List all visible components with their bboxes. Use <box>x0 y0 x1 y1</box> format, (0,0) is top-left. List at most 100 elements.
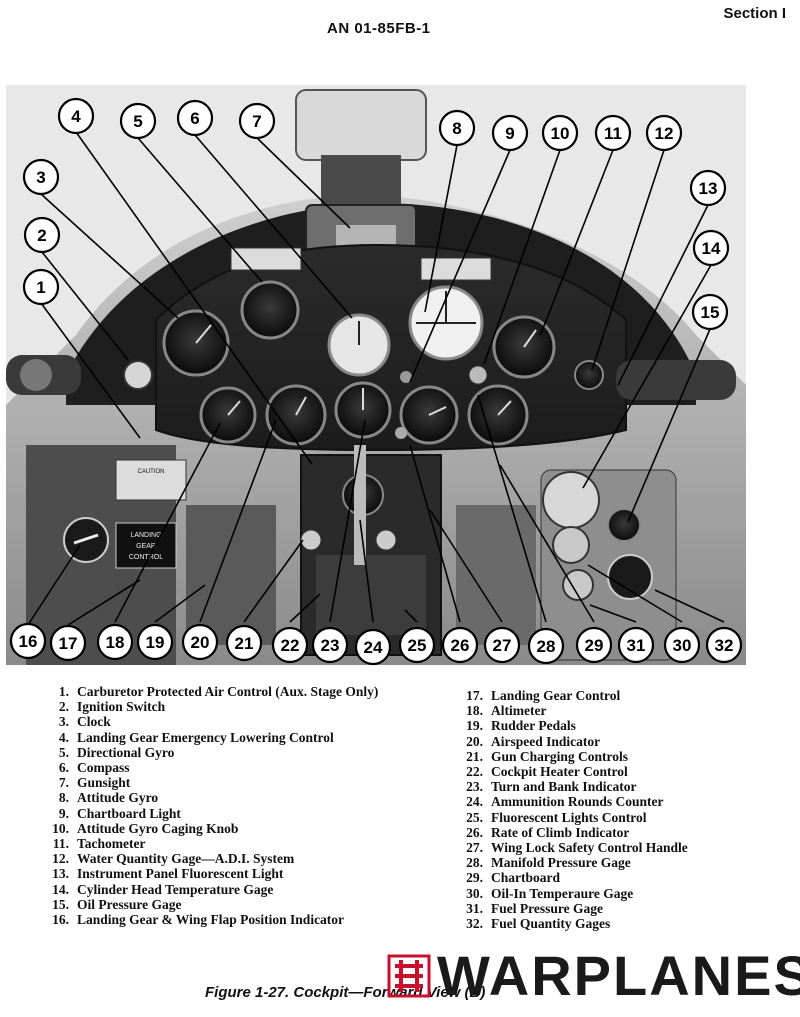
legend-text: Compass <box>77 760 130 776</box>
legend-right: 17. Landing Gear Control 18. Altimeter 19. Ru… <box>456 688 756 931</box>
legend-text: Rate of Climb Indicator <box>491 824 630 840</box>
legend-item: 26. Rate of Climb Indicator <box>456 825 756 840</box>
legend-text: Turn and Bank Indicator <box>491 779 637 795</box>
svg-text:CONTROL: CONTROL <box>129 554 163 561</box>
legend-number: 18. <box>466 703 483 719</box>
legend-item: 24. Ammunition Rounds Counter <box>456 794 756 809</box>
legend-number: 31. <box>466 900 483 916</box>
legend-number: 6. <box>58 760 69 776</box>
watermark: WARPLANES <box>387 942 800 1010</box>
legend-text: Carburetor Protected Air Control (Aux. S… <box>77 684 379 699</box>
legend-text: Landing Gear Emergency Lowering Control <box>77 729 334 745</box>
landing-gear-placard: LANDING <box>130 532 161 539</box>
watermark-text: WARPLANES <box>437 944 800 1007</box>
legend-item: 25. Fluorescent Lights Control <box>456 810 756 825</box>
legend-number: 23. <box>466 779 483 795</box>
legend-text: Oil-In Temperaure Gage <box>491 885 634 901</box>
legend-number: 26. <box>466 824 483 840</box>
legend-number: 5. <box>58 744 69 760</box>
legend-text: Clock <box>77 714 111 730</box>
legend-item: 9. Chartboard Light <box>42 806 442 821</box>
legend-item: 29.Chartboard <box>456 870 756 885</box>
legend-item: 30. Oil-In Temperaure Gage <box>456 886 756 901</box>
document-number: AN 01-85FB-1 <box>327 20 431 37</box>
legend-item: 23. Turn and Bank Indicator <box>456 779 756 794</box>
legend-text: Landing Gear Control <box>491 688 621 703</box>
legend-number: 7. <box>58 775 69 791</box>
legend-item: 22.Cockpit Heater Control <box>456 764 756 779</box>
legend-number: 3. <box>58 714 69 730</box>
legend-item: 5. Directional Gyro <box>42 745 442 760</box>
legend-text: Chartboard <box>491 870 561 886</box>
legend-number: 25. <box>466 809 483 825</box>
legend-item: 31. Fuel Pressure Gage <box>456 901 756 916</box>
legend-number: 1. <box>58 684 69 699</box>
legend-item: 17. Landing Gear Control <box>456 688 756 703</box>
legend-number: 19. <box>466 718 483 734</box>
legend-text: Tachometer <box>77 836 146 852</box>
legend-item: 15. Oil Pressure Gage <box>42 897 442 912</box>
legend-text: Rudder Pedals <box>491 718 576 734</box>
legend-text: Manifold Pressure Gage <box>491 855 631 871</box>
legend-number: 20. <box>466 733 483 749</box>
legend-item: 16. Landing Gear & Wing Flap Position Ind… <box>42 912 442 927</box>
legend-item: 18. Altimeter <box>456 703 756 718</box>
legend-item: 11. Tachometer <box>42 836 442 851</box>
legend-item: 21. Gun Charging Controls <box>456 749 756 764</box>
legend-number: 15. <box>52 896 69 912</box>
legend-item: 12.Water Quantity Gage—A.D.I. System <box>42 851 442 866</box>
legend-text: Landing Gear & Wing Flap Position Indica… <box>77 912 345 928</box>
legend-text: Fuel Pressure Gage <box>491 900 603 916</box>
legend-number: 13. <box>52 866 69 882</box>
legend-number: 17. <box>466 688 483 703</box>
legend-number: 4. <box>58 729 69 745</box>
legend-text: Attitude Gyro Caging Knob <box>77 820 239 836</box>
legend-text: Airspeed Indicator <box>491 733 601 749</box>
section-label: Section I <box>723 5 786 22</box>
legend-number: 22. <box>466 764 483 780</box>
legend-item: 7. Gunsight <box>42 775 442 790</box>
legend-text: Chartboard Light <box>77 805 181 821</box>
legend-text: Wing Lock Safety Control Handle <box>491 840 688 856</box>
legend-number: 24. <box>466 794 483 810</box>
legend-item: 6. Compass <box>42 760 442 775</box>
legend-number: 8. <box>58 790 69 806</box>
legend-number: 9. <box>58 805 69 821</box>
legend-left: 1. Carburetor Protected Air Control (Aux.… <box>42 684 442 927</box>
legend-text: Attitude Gyro <box>77 790 159 806</box>
legend-number: 14. <box>52 881 69 897</box>
legend-number: 30. <box>466 885 483 901</box>
legend-item: 1. Carburetor Protected Air Control (Aux.… <box>42 684 442 699</box>
legend-text: Water Quantity Gage—A.D.I. System <box>77 851 295 867</box>
legend-item: 8. Attitude Gyro <box>42 790 442 805</box>
legend-number: 27. <box>466 840 483 856</box>
legend-text: Instrument Panel Fluorescent Light <box>77 866 284 882</box>
svg-text:CAUTION: CAUTION <box>138 469 165 475</box>
legend-text: Ammunition Rounds Counter <box>491 794 664 810</box>
legend-item: 19. Rudder Pedals <box>456 718 756 733</box>
legend-number: 32. <box>466 916 483 932</box>
cockpit-photo: LANDING GEAR CONTROL CAUTION <box>6 85 746 665</box>
legend-text: Gunsight <box>77 775 131 791</box>
legend-text: Fluorescent Lights Control <box>491 809 647 825</box>
legend-item: 2. Ignition Switch <box>42 699 442 714</box>
legend-item: 10. Attitude Gyro Caging Knob <box>42 821 442 836</box>
legend-item: 28.Manifold Pressure Gage <box>456 855 756 870</box>
legend-text: Oil Pressure Gage <box>77 896 182 912</box>
legend-item: 3. Clock <box>42 714 442 729</box>
legend-text: Ignition Switch <box>77 699 166 715</box>
legend-number: 21. <box>466 748 483 764</box>
legend-text: Altimeter <box>491 703 547 719</box>
legend-number: 11. <box>52 836 69 852</box>
legend-item: 27. Wing Lock Safety Control Handle <box>456 840 756 855</box>
legend-item: 14.Cylinder Head Temperature Gage <box>42 882 442 897</box>
legend-item: 20. Airspeed Indicator <box>456 734 756 749</box>
svg-text:GEAR: GEAR <box>136 543 156 550</box>
legend-text: Fuel Quantity Gages <box>491 916 611 932</box>
legend-text: Directional Gyro <box>77 744 175 760</box>
legend-number: 2. <box>58 699 69 715</box>
legend-number: 10. <box>52 820 69 836</box>
legend-number: 16. <box>52 912 69 928</box>
legend-item: 32. Fuel Quantity Gages <box>456 916 756 931</box>
legend-text: Gun Charging Controls <box>491 748 629 764</box>
